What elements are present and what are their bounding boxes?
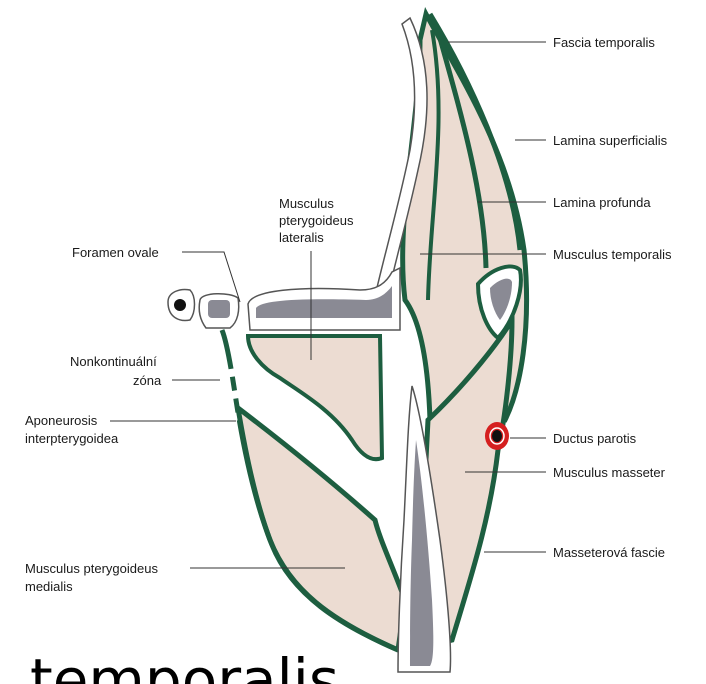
skull-base-bone-left-core — [174, 299, 186, 311]
label-masseterova-fascie: Masseterová fascie — [553, 545, 665, 560]
label-fascia-temporalis: Fascia temporalis — [553, 35, 655, 50]
label-nonkontinualni-line1: Nonkontinuální — [70, 354, 157, 369]
skull-base — [168, 268, 400, 330]
label-foramen-ovale: Foramen ovale — [72, 245, 159, 260]
label-pterygoideus-lateralis-line3: lateralis — [279, 230, 324, 245]
label-pterygoideus-lateralis-line2: pterygoideus — [279, 213, 354, 228]
label-pterygoideus-lateralis-line1: Musculus — [279, 196, 334, 211]
label-pterygoideus-medialis-line2: medialis — [25, 579, 73, 594]
label-pterygoideus-medialis-line1: Musculus pterygoideus — [25, 561, 158, 576]
label-lamina-superficialis: Lamina superficialis — [553, 133, 668, 148]
label-musculus-masseter: Musculus masseter — [553, 465, 666, 480]
overlay-caption: temporalis — [30, 646, 339, 684]
label-lamina-profunda: Lamina profunda — [553, 195, 651, 210]
label-aponeurosis-line1: Aponeurosis — [25, 413, 98, 428]
skull-base-bone-middle-core — [208, 300, 230, 318]
label-musculus-temporalis: Musculus temporalis — [553, 247, 672, 262]
ductus-parotis-lumen — [492, 430, 502, 442]
label-nonkontinualni-line2: zóna — [133, 373, 162, 388]
label-aponeurosis-line2: interpterygoidea — [25, 431, 119, 446]
label-ductus-parotis: Ductus parotis — [553, 431, 637, 446]
